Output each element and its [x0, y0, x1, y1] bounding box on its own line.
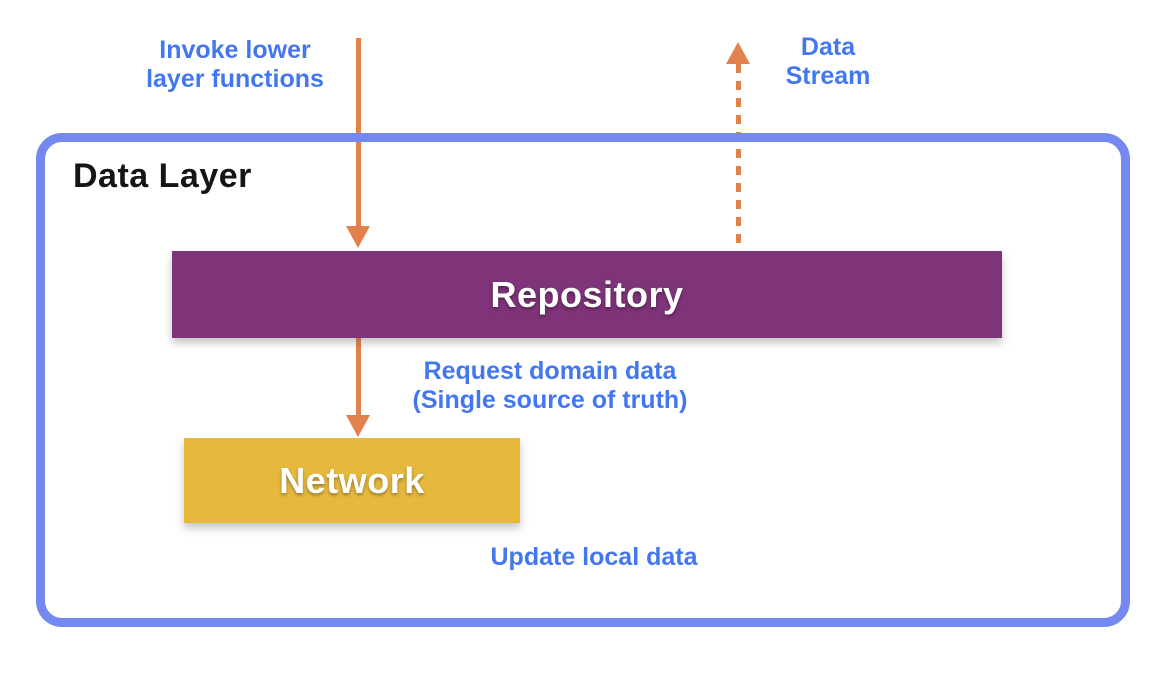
data-layer-container — [36, 133, 1130, 627]
network-node-label: Network — [279, 459, 425, 501]
request-arrow-line — [356, 338, 361, 416]
network-node: Network — [184, 438, 520, 523]
data-stream-annotation-line1: Data — [800, 33, 856, 61]
repository-node-label: Repository — [490, 273, 684, 315]
invoke-arrow-line — [356, 38, 361, 227]
invoke-annotation: Invoke lower layer functions — [85, 36, 385, 94]
data-stream-annotation: Data Stream — [758, 33, 898, 91]
data-stream-arrow-line — [736, 64, 741, 251]
request-domain-annotation: Request domain data (Single source of tr… — [385, 357, 715, 415]
data-stream-annotation-line2: Stream — [785, 62, 871, 90]
data-stream-arrow-head-icon — [726, 42, 750, 64]
data-layer-title: Data Layer — [73, 157, 252, 195]
update-local-annotation-text: Update local data — [490, 543, 698, 571]
invoke-annotation-line2: layer functions — [146, 65, 324, 93]
request-domain-annotation-line1: Request domain data — [423, 357, 677, 385]
update-local-annotation: Update local data — [454, 543, 734, 572]
invoke-annotation-line1: Invoke lower — [159, 36, 311, 64]
request-domain-annotation-line2: (Single source of truth) — [412, 386, 688, 414]
invoke-arrow-head-icon — [346, 226, 370, 248]
repository-node: Repository — [172, 251, 1002, 338]
request-arrow-head-icon — [346, 415, 370, 437]
